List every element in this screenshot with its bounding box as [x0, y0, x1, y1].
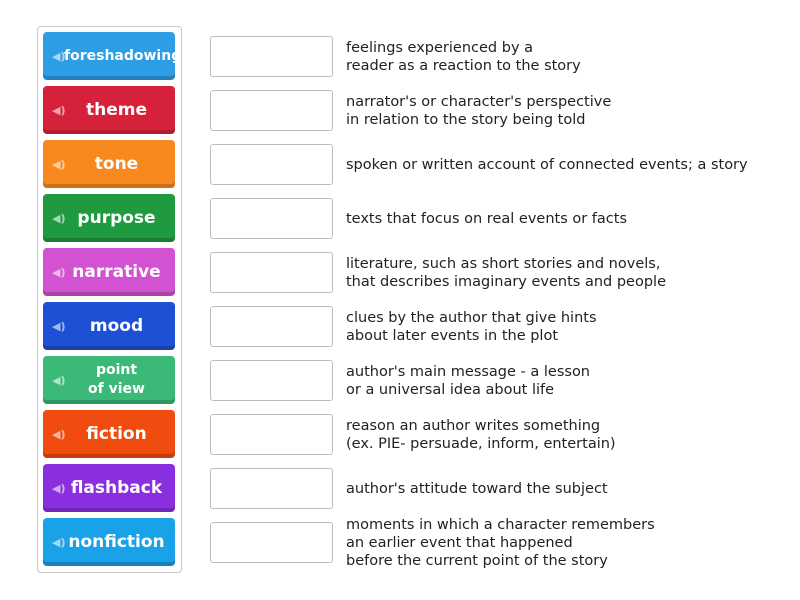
speaker-icon[interactable]: ◀) — [52, 157, 66, 171]
term-label: fiction — [86, 423, 147, 444]
drop-slot[interactable] — [210, 144, 333, 185]
term-label: purpose — [77, 207, 156, 228]
term-tile[interactable]: ◀)foreshadowing — [43, 32, 181, 80]
term-tile[interactable]: ◀)nonfiction — [43, 518, 175, 566]
definition-text: spoken or written account of connected e… — [346, 156, 748, 173]
drop-slot[interactable] — [210, 522, 333, 563]
speaker-icon[interactable]: ◀) — [52, 103, 66, 117]
term-tile[interactable]: ◀) flashback — [43, 464, 175, 512]
definition-text: moments in which a character remembers a… — [346, 516, 655, 569]
speaker-icon[interactable]: ◀) — [52, 211, 66, 225]
drop-slot[interactable] — [210, 414, 333, 455]
speaker-icon[interactable]: ◀) — [52, 427, 66, 441]
term-tile[interactable]: ◀) purpose — [43, 194, 175, 242]
speaker-icon[interactable]: ◀) — [52, 49, 66, 63]
speaker-icon[interactable]: ◀) — [52, 535, 66, 549]
term-label: foreshadowing — [64, 47, 182, 64]
definition-text: clues by the author that give hints abou… — [346, 309, 597, 344]
definition-text: feelings experienced by a reader as a re… — [346, 39, 581, 74]
term-label: nonfiction — [68, 531, 165, 552]
drop-slot[interactable] — [210, 198, 333, 239]
term-label: tone — [94, 153, 139, 174]
speaker-icon[interactable]: ◀) — [52, 481, 66, 495]
term-label: narrative — [72, 261, 161, 282]
term-label: flashback — [70, 477, 163, 498]
drop-slot[interactable] — [210, 360, 333, 401]
speaker-icon[interactable]: ◀) — [52, 319, 66, 333]
term-tile[interactable]: ◀) narrative — [43, 248, 175, 296]
definition-text: author's attitude toward the subject — [346, 480, 608, 497]
term-tray — [37, 26, 182, 573]
term-label: point of view — [88, 362, 145, 397]
term-label: theme — [85, 99, 147, 120]
definition-text: literature, such as short stories and no… — [346, 255, 666, 290]
speaker-icon[interactable]: ◀) — [52, 373, 66, 387]
drop-slot[interactable] — [210, 36, 333, 77]
term-tile[interactable]: ◀) mood — [43, 302, 175, 350]
definition-text: texts that focus on real events or facts — [346, 210, 628, 227]
definition-text: narrator's or character's perspective in… — [346, 93, 612, 128]
drop-slot[interactable] — [210, 90, 333, 131]
definition-text: reason an author writes something (ex. P… — [346, 417, 616, 452]
drop-slot[interactable] — [210, 252, 333, 293]
term-tile[interactable]: ◀) point of view — [43, 356, 175, 404]
definition-text: author's main message - a lesson or a un… — [346, 363, 591, 398]
term-label: mood — [89, 315, 144, 336]
drop-slot[interactable] — [210, 306, 333, 347]
drop-slot[interactable] — [210, 468, 333, 509]
term-tile[interactable]: ◀) fiction — [43, 410, 175, 458]
term-tile[interactable]: ◀) tone — [43, 140, 175, 188]
speaker-icon[interactable]: ◀) — [52, 265, 66, 279]
term-tile[interactable]: ◀) theme — [43, 86, 175, 134]
